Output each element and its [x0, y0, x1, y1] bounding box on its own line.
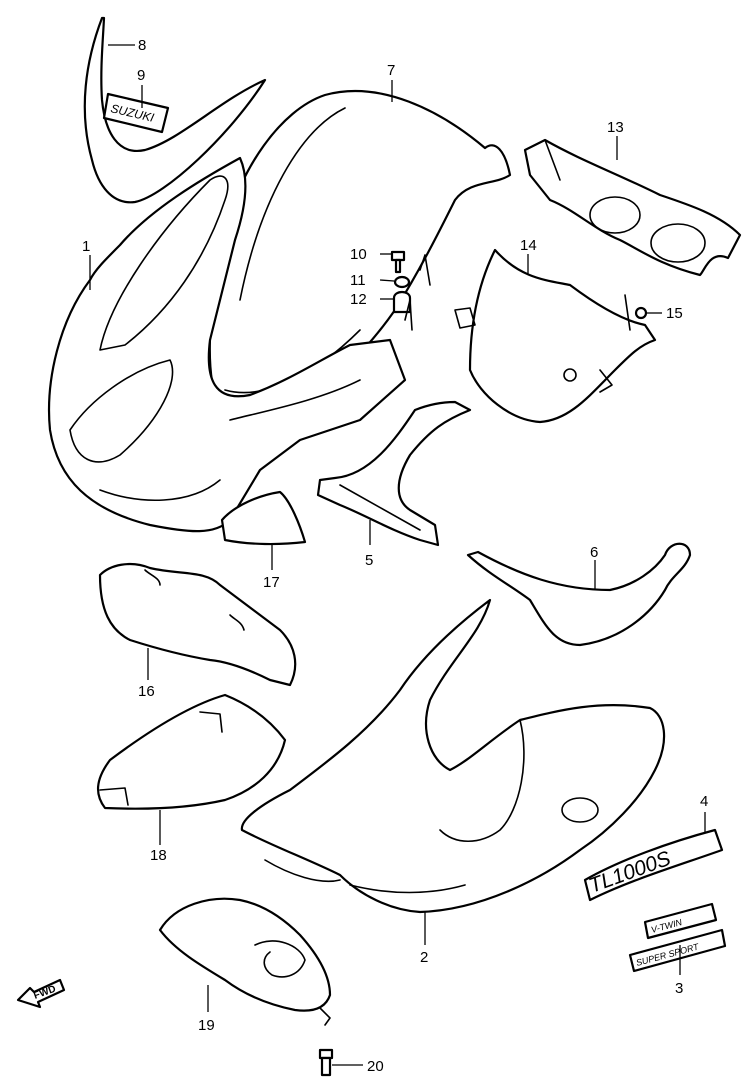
part-14-inner-panel	[454, 248, 657, 424]
model-emblem-text: TL1000S	[586, 847, 674, 898]
callout-12: 12	[350, 291, 367, 308]
fwd-arrow: FWD	[16, 978, 66, 1009]
callout-2: 2	[420, 949, 428, 966]
callout-6: 6	[590, 544, 598, 561]
callout-11: 11	[350, 272, 366, 289]
part-8-fairing-trim	[83, 16, 267, 204]
part-13-bracket	[523, 138, 742, 277]
callout-labels: 1 2 3 4 5 6 7 8 9 10 11 12 13 14 15 16 1…	[82, 37, 708, 1075]
callout-20: 20	[367, 1058, 384, 1075]
callout-7: 7	[387, 62, 395, 79]
callout-9: 9	[137, 67, 145, 84]
callout-18: 18	[150, 847, 167, 864]
part-17-side-cover	[220, 490, 307, 546]
callout-15: 15	[666, 305, 683, 322]
part-3-sport-emblems: V-TWIN SUPER SPORT	[628, 902, 727, 973]
callout-19: 19	[198, 1017, 215, 1034]
leader-lines	[89, 44, 706, 1066]
part-5-stay	[316, 400, 472, 547]
callout-8: 8	[138, 37, 146, 54]
part-4-model-emblem: TL1000S	[583, 828, 724, 902]
callout-17: 17	[263, 574, 280, 591]
part-2-lower-fairing	[240, 598, 666, 914]
callout-5: 5	[365, 552, 373, 569]
callout-13: 13	[607, 119, 624, 136]
callout-4: 4	[700, 793, 708, 810]
callout-16: 16	[138, 683, 155, 700]
parts-10-11-12-fasteners	[390, 250, 431, 331]
callout-14: 14	[520, 237, 537, 254]
callout-1: 1	[82, 238, 90, 255]
part-9-suzuki-emblem: SUZUKI	[102, 92, 170, 134]
part-1-upper-fairing	[47, 156, 407, 533]
part-16-inner-cover	[98, 562, 297, 687]
callout-10: 10	[350, 246, 367, 263]
part-6-inner-fairing	[466, 542, 692, 647]
callout-3: 3	[675, 980, 683, 997]
part-19-under-cowling	[158, 897, 332, 1026]
part-18-lower-cover	[97, 693, 287, 810]
part-20-bolt	[318, 1048, 334, 1077]
